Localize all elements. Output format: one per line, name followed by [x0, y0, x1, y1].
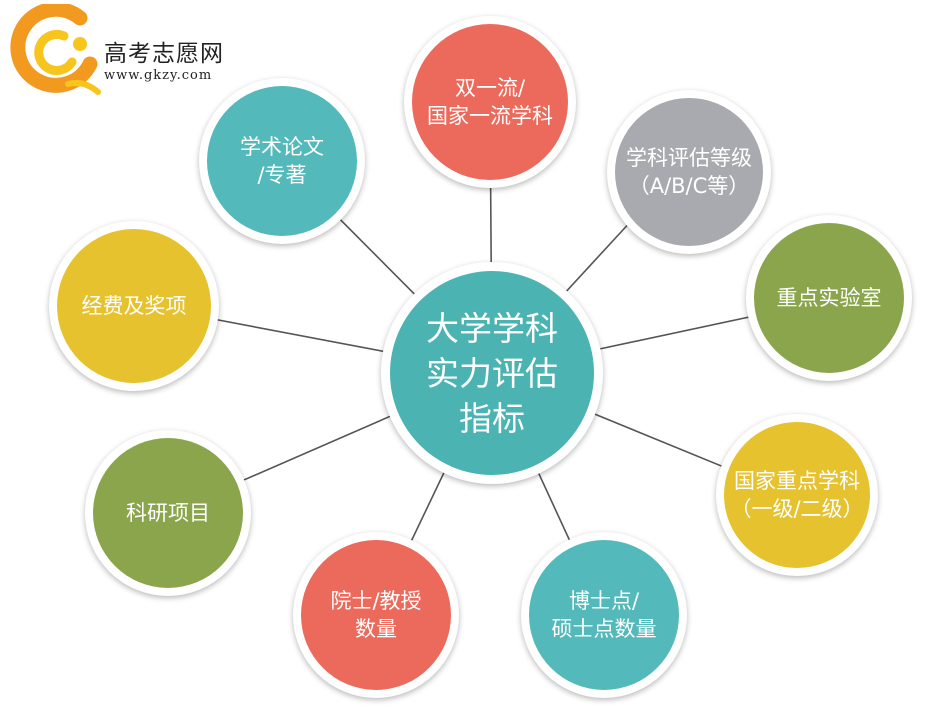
node-label-line: 国家一流学科	[427, 104, 553, 128]
node-label-line: 博士点/	[568, 589, 640, 613]
node-key-laboratory: 重点实验室	[746, 215, 912, 381]
node-label-line: 硕士点数量	[551, 617, 657, 641]
node-label-line: 科研项目	[126, 501, 210, 525]
center-hub-line-1: 大学学科	[426, 308, 558, 348]
node-label-line: 重点实验室	[776, 286, 882, 310]
node-label-line: 双一流/	[454, 76, 526, 100]
node-research-projects: 科研项目	[85, 430, 251, 596]
node-subject-evaluation-grade-disc: 学科评估等级 （A/B/C等）	[615, 98, 763, 246]
node-academicians-professors-disc: 院士/教授 数量	[301, 540, 451, 690]
node-subject-evaluation-grade: 学科评估等级 （A/B/C等）	[607, 90, 771, 254]
node-research-projects-disc: 科研项目	[93, 438, 243, 588]
logo-title: 高考志愿网	[104, 41, 224, 67]
node-national-key-discipline-disc: 国家重点学科 （一级/二级）	[724, 422, 870, 568]
node-label-line: （一级/二级）	[730, 497, 864, 521]
node-label-line: 国家重点学科	[734, 469, 860, 493]
node-doctoral-master-points-disc: 博士点/ 硕士点数量	[529, 540, 679, 690]
node-label-line: /专著	[257, 163, 307, 187]
node-academicians-professors: 院士/教授 数量	[293, 532, 459, 698]
center-hub-line-2: 实力评估	[426, 353, 558, 393]
node-label-line: 经费及奖项	[81, 294, 187, 318]
node-funding-awards-disc: 经费及奖项	[57, 229, 211, 383]
logo-mark-icon	[10, 4, 101, 95]
node-key-laboratory-disc: 重点实验室	[754, 223, 904, 373]
logo-url: www.gkzy.com	[104, 68, 213, 83]
node-label-line: 院士/教授	[330, 589, 422, 613]
node-papers-monographs-disc: 学术论文 /专著	[207, 86, 357, 236]
node-label-line: 学术论文	[240, 135, 324, 159]
center-hub-line-3: 指标	[459, 398, 525, 438]
node-label-line: 数量	[355, 617, 397, 641]
node-double-first-class: 双一流/ 国家一流学科	[404, 16, 576, 188]
node-double-first-class-disc: 双一流/ 国家一流学科	[412, 24, 568, 180]
node-doctoral-master-points: 博士点/ 硕士点数量	[521, 532, 687, 698]
node-label-line: 学科评估等级	[626, 146, 752, 170]
node-label-line: （A/B/C等）	[628, 174, 750, 198]
node-national-key-discipline: 国家重点学科 （一级/二级）	[716, 414, 878, 576]
center-hub-disc: 大学学科 实力评估 指标	[390, 271, 594, 475]
center-hub: 大学学科 实力评估 指标	[381, 262, 603, 484]
node-funding-awards: 经费及奖项	[49, 221, 219, 391]
node-papers-monographs: 学术论文 /专著	[199, 78, 365, 244]
logo[interactable]: 高考志愿网 www.gkzy.com	[6, 4, 266, 104]
